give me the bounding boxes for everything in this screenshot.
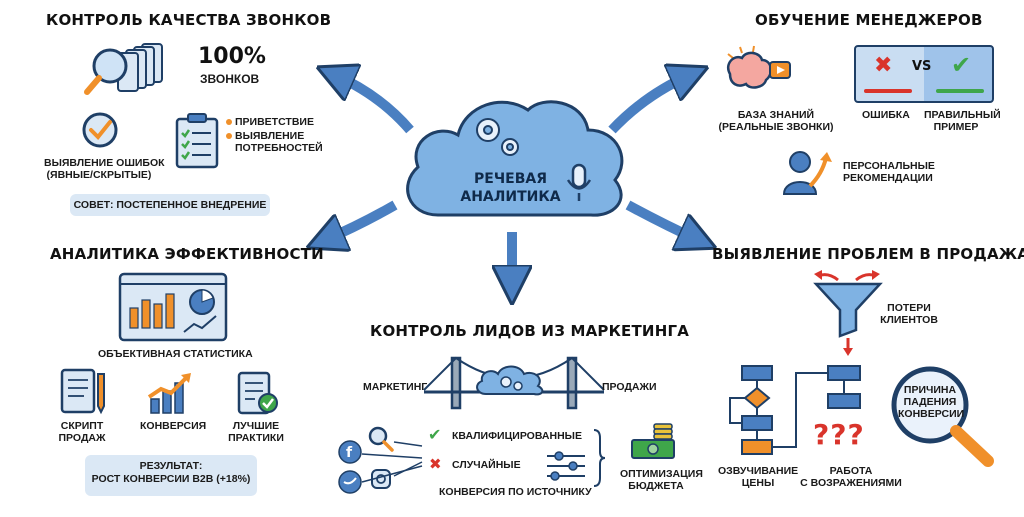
calls-label: ЗВОНКОВ xyxy=(200,72,260,86)
flowchart-icon xyxy=(729,365,861,455)
random-label: СЛУЧАЙНЫЕ xyxy=(452,459,521,471)
personal-line1: ПЕРСОНАЛЬНЫЕ xyxy=(843,160,935,172)
conversion-chart-icon xyxy=(147,373,191,414)
error-x-icon: ✖ xyxy=(874,53,893,78)
lead-sources-icons: f xyxy=(338,426,423,494)
errors-line1: ВЫЯВЛЕНИЕ ОШИБОК xyxy=(44,157,165,169)
svg-text:f: f xyxy=(346,445,353,461)
loss-line2: КЛИЕНТОВ xyxy=(880,314,938,326)
check-badge-icon xyxy=(82,112,118,148)
kb-line1: БАЗА ЗНАНИЙ xyxy=(737,109,815,121)
cloud-icon xyxy=(406,100,624,217)
error-label: ОШИБКА xyxy=(862,109,910,121)
objections-line2: С ВОЗРАЖЕНИЯМИ xyxy=(800,477,902,489)
script-line1: СКРИПТ xyxy=(60,420,104,432)
center-title-line2: АНАЛИТИКА xyxy=(460,189,561,205)
bullet-dot-2 xyxy=(226,133,232,139)
magnifier-phones-icon xyxy=(84,43,163,95)
cause-line1: ПРИЧИНА xyxy=(903,384,957,396)
script-line2: ПРОДАЖ xyxy=(58,432,106,444)
sales-script-label: СКРИПТ ПРОДАЖ xyxy=(52,420,112,444)
efficiency-title: АНАЛИТИКА ЭФФЕКТИВНОСТИ xyxy=(50,245,324,263)
bullet-dot-1 xyxy=(226,119,232,125)
calls-percent: 100% xyxy=(198,44,266,69)
budget-line2: БЮДЖЕТА xyxy=(628,480,684,492)
objections-label: РАБОТА С ВОЗРАЖЕНИЯМИ xyxy=(796,465,906,489)
compare-panel: ✖ VS ✔ xyxy=(854,45,994,103)
arrow-to-quality xyxy=(335,75,414,134)
problems-title: ВЫЯВЛЕНИЕ ПРОБЛЕМ В ПРОДАЖАХ xyxy=(712,245,1024,263)
best-line1: ЛУЧШИЕ xyxy=(232,420,280,432)
stats-label: ОБЪЕКТИВНАЯ СТАТИСТИКА xyxy=(98,348,253,360)
budget-line1: ОПТИМИЗАЦИЯ xyxy=(620,468,703,480)
errors-line2: (ЯВНЫЕ/СКРЫТЫЕ) xyxy=(46,169,152,181)
bridge-cloud-icon xyxy=(423,356,605,410)
conversion-label: КОНВЕРСИЯ xyxy=(140,420,207,432)
brain-icon xyxy=(726,45,791,89)
pricing-line1: ОЗВУЧИВАНИЕ xyxy=(718,465,799,477)
vs-label: VS xyxy=(912,59,932,74)
loss-line1: ПОТЕРИ xyxy=(887,302,931,314)
cause-line2: ПАДЕНИЯ xyxy=(903,396,957,408)
correct-check-icon: ✔ xyxy=(951,51,972,79)
bullet-needs-line2: ПОТРЕБНОСТЕЙ xyxy=(235,142,323,154)
dashboard-icon xyxy=(118,272,228,342)
leads-title: КОНТРОЛЬ ЛИДОВ ИЗ МАРКЕТИНГА xyxy=(370,322,690,340)
sales-label: ПРОДАЖИ xyxy=(602,381,657,393)
result-pill: РЕЗУЛЬТАТ: РОСТ КОНВЕРСИИ B2B (+18%) xyxy=(85,455,257,496)
objections-line1: РАБОТА xyxy=(829,465,873,477)
arrow-to-efficiency xyxy=(325,200,398,240)
cause-line3: КОНВЕРСИИ xyxy=(898,408,965,420)
error-track xyxy=(864,89,912,93)
personal-line2: РЕКОМЕНДАЦИИ xyxy=(843,172,933,184)
result-line2: РОСТ КОНВЕРСИИ B2B (+18%) xyxy=(91,473,251,485)
tip-pill: СОВЕТ: ПОСТЕПЕННОЕ ВНЕДРЕНИЕ xyxy=(70,194,270,216)
qualified-check-icon: ✔ xyxy=(428,425,442,444)
checklist-icon xyxy=(175,113,219,169)
gears-icon xyxy=(476,118,519,156)
client-loss-label: ПОТЕРИ КЛИЕНТОВ xyxy=(876,302,942,326)
correct-line1: ПРАВИЛЬНЫЙ xyxy=(924,109,1001,121)
facebook-icon xyxy=(338,440,362,464)
funnel-icon xyxy=(813,270,883,356)
money-stack-icon xyxy=(631,423,675,459)
best-practices-icon xyxy=(237,371,278,415)
correct-example-label: ПРАВИЛЬНЫЙ ПРИМЕР xyxy=(924,109,1001,133)
center-title-line1: РЕЧЕВАЯ xyxy=(474,171,547,187)
kb-line2: (РЕАЛЬНЫЕ ЗВОНКИ) xyxy=(718,121,834,133)
correct-track xyxy=(936,89,984,93)
best-line2: ПРАКТИКИ xyxy=(228,432,284,444)
marketing-label: МАРКЕТИНГ xyxy=(363,381,428,393)
microphone-icon xyxy=(566,163,592,201)
quality-title: КОНТРОЛЬ КАЧЕСТВА ЗВОНКОВ xyxy=(46,11,332,29)
script-doc-icon xyxy=(60,368,105,415)
training-title: ОБУЧЕНИЕ МЕНЕДЖЕРОВ xyxy=(755,11,983,29)
qualified-label: КВАЛИФИЦИРОВАННЫЕ xyxy=(452,430,582,442)
magnifier-icon xyxy=(891,366,994,467)
bullet-greeting: ПРИВЕТСТВИЕ xyxy=(235,116,314,128)
best-practices-label: ЛУЧШИЕ ПРАКТИКИ xyxy=(226,420,286,444)
center-title: РЕЧЕВАЯ АНАЛИТИКА xyxy=(448,170,573,206)
brace-icon xyxy=(593,429,606,487)
budget-label: ОПТИМИЗАЦИЯ БЮДЖЕТА xyxy=(620,468,703,492)
arrow-to-problems xyxy=(625,200,698,240)
result-line1: РЕЗУЛЬТАТ: xyxy=(139,460,203,472)
arrow-to-training xyxy=(608,75,690,134)
random-x-icon: ✖ xyxy=(429,455,442,473)
bullet-needs-line1: ВЫЯВЛЕНИЕ xyxy=(235,130,305,142)
cause-label: ПРИЧИНА ПАДЕНИЯ КОНВЕРСИИ xyxy=(898,384,965,420)
bullet-needs: ВЫЯВЛЕНИЕ ПОТРЕБНОСТЕЙ xyxy=(235,130,323,154)
by-source-label: КОНВЕРСИЯ ПО ИСТОЧНИКУ xyxy=(439,486,592,498)
pricing-label: ОЗВУЧИВАНИЕ ЦЕНЫ xyxy=(718,465,798,489)
correct-line2: ПРИМЕР xyxy=(933,121,979,133)
sliders-icon xyxy=(547,451,585,481)
pricing-line2: ЦЕНЫ xyxy=(741,477,775,489)
personal-recommendations-label: ПЕРСОНАЛЬНЫЕ РЕКОМЕНДАЦИИ xyxy=(843,160,935,184)
question-marks: ??? xyxy=(813,418,865,451)
errors-label: ВЫЯВЛЕНИЕ ОШИБОК (ЯВНЫЕ/СКРЫТЫЕ) xyxy=(44,157,165,181)
person-growth-icon xyxy=(782,151,832,195)
search-icon xyxy=(368,426,388,446)
knowledge-base-label: БАЗА ЗНАНИЙ (РЕАЛЬНЫЕ ЗВОНКИ) xyxy=(716,109,836,133)
